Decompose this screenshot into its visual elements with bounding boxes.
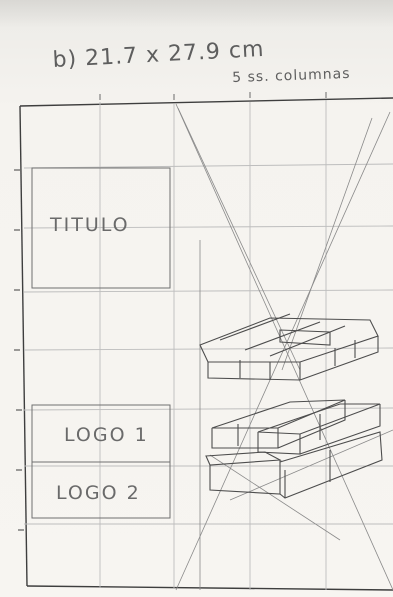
lower-block-drawing (206, 400, 382, 498)
margin-ticks (14, 170, 24, 530)
top-ticks (100, 92, 326, 100)
title-label: TITULO (50, 214, 130, 236)
perspective-lines (176, 104, 393, 590)
logo2-label: LOGO 2 (56, 482, 141, 504)
logo1-label: LOGO 1 (64, 424, 149, 446)
